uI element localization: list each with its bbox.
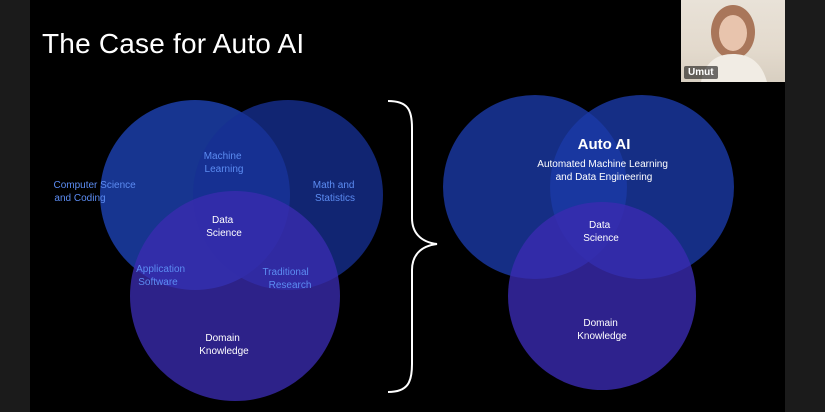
label-computer-science: Computer Science and Coding (53, 180, 138, 204)
face-shape (719, 15, 747, 51)
label-machine-learning: Machine Learning (204, 151, 245, 175)
label-traditional-research: Traditional Research (262, 267, 311, 291)
participant-name: Umut (684, 66, 718, 79)
venn-diagram-auto-ai: Auto AI Automated Machine Learning and D… (443, 95, 734, 390)
label-application-software: Application Software (136, 264, 188, 288)
circle-domain-knowledge-right (508, 202, 696, 390)
label-math-statistics: Math and Statistics (313, 180, 357, 204)
label-data-science-left: Data Science (206, 215, 242, 239)
label-auto-ai-description: Automated Machine Learning and Data Engi… (537, 159, 670, 183)
curly-brace (387, 100, 438, 393)
label-domain-knowledge-right: Domain Knowledge (577, 318, 627, 342)
venn-diagram-data-science: Computer Science and Coding Math and Sta… (53, 100, 438, 401)
presentation-slide: The Case for Auto AI Computer Science an… (30, 0, 785, 412)
label-domain-knowledge-left: Domain Knowledge (199, 333, 249, 357)
slide-title: The Case for Auto AI (42, 28, 305, 59)
label-data-science-right: Data Science (583, 220, 619, 244)
label-auto-ai: Auto AI (578, 136, 631, 153)
participant-video-thumbnail[interactable]: Umut (681, 0, 785, 82)
circle-domain-knowledge (130, 191, 340, 401)
